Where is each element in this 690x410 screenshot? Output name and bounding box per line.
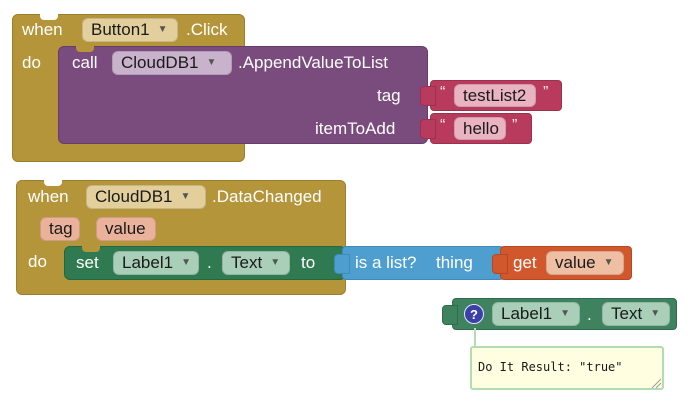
is-a-list-block[interactable] xyxy=(342,246,504,280)
dropdown-arrow-icon: ▼ xyxy=(157,24,168,35)
property-selector-text: Text xyxy=(611,304,643,323)
dot-separator: . xyxy=(587,305,592,324)
set-label-text-block[interactable] xyxy=(64,246,346,280)
do-keyword: do xyxy=(22,53,41,72)
param-value[interactable]: value xyxy=(96,217,156,241)
item-text-field[interactable]: hello xyxy=(454,117,506,140)
tag-text-value: testList2 xyxy=(463,85,527,105)
tag-socket-label: tag xyxy=(377,86,401,105)
call-keyword: call xyxy=(72,53,98,72)
variable-selector[interactable]: value ▼ xyxy=(546,251,624,275)
label-selector[interactable]: Label1 ▼ xyxy=(492,302,580,326)
dropdown-arrow-icon: ▼ xyxy=(560,308,570,319)
dropdown-arrow-icon: ▼ xyxy=(650,308,661,319)
param-tag[interactable]: tag xyxy=(40,217,80,241)
event-name: .Click xyxy=(186,20,228,39)
comment-question-icon[interactable]: ? xyxy=(464,304,484,324)
when-keyword: when xyxy=(22,20,63,39)
itemtoadd-socket-label: itemToAdd xyxy=(315,119,396,138)
thing-socket-label: thing xyxy=(436,253,473,272)
comment-connector xyxy=(474,328,476,348)
component-selector[interactable]: CloudDB1 ▼ xyxy=(112,51,232,75)
block-notch xyxy=(40,14,58,20)
block-notch xyxy=(44,180,62,186)
get-keyword: get xyxy=(513,253,537,272)
plug-tab xyxy=(442,305,458,325)
component-selector-label: CloudDB1 xyxy=(121,53,199,72)
label-selector-text: Label1 xyxy=(501,304,553,323)
open-quote-icon: “ xyxy=(440,84,446,101)
button-selector-label: Button1 xyxy=(91,20,150,39)
plug-tab xyxy=(420,119,436,139)
property-selector[interactable]: Text ▼ xyxy=(602,302,670,326)
to-keyword: to xyxy=(301,253,316,272)
param-value-label: value xyxy=(105,219,146,238)
plug-tab xyxy=(420,86,436,106)
dropdown-arrow-icon: ▼ xyxy=(181,257,191,268)
property-selector-text: Text xyxy=(231,253,263,272)
item-text-value: hello xyxy=(463,118,499,138)
dot-separator: . xyxy=(207,253,212,272)
dropdown-arrow-icon: ▼ xyxy=(206,57,217,68)
dropdown-arrow-icon: ▼ xyxy=(180,191,191,202)
open-quote-icon: “ xyxy=(440,117,446,134)
label-selector[interactable]: Label1 ▼ xyxy=(113,251,199,275)
event-name: .DataChanged xyxy=(212,187,322,206)
plug-tab xyxy=(334,254,350,274)
property-selector[interactable]: Text ▼ xyxy=(222,251,290,275)
component-selector[interactable]: CloudDB1 ▼ xyxy=(86,185,206,209)
label-selector-text: Label1 xyxy=(122,253,174,272)
variable-selector-text: value xyxy=(555,253,596,272)
do-it-result-text: Do It Result: "true" xyxy=(478,360,623,374)
component-selector-label: CloudDB1 xyxy=(95,187,173,206)
resize-handle-icon[interactable] xyxy=(650,376,662,389)
when-keyword: when xyxy=(28,187,69,206)
set-keyword: set xyxy=(76,253,99,272)
do-it-result-bubble: Do It Result: "true" xyxy=(470,346,664,390)
call-block-notch xyxy=(76,46,94,52)
method-name: .AppendValueToList xyxy=(238,53,388,72)
dropdown-arrow-icon: ▼ xyxy=(603,257,614,268)
close-quote-icon: ” xyxy=(512,117,518,134)
is-a-list-label: is a list? xyxy=(355,253,417,272)
param-tag-label: tag xyxy=(49,219,73,238)
do-keyword: do xyxy=(28,252,47,271)
question-mark: ? xyxy=(470,307,478,322)
tag-text-field[interactable]: testList2 xyxy=(454,84,536,107)
dropdown-arrow-icon: ▼ xyxy=(270,257,281,268)
plug-tab xyxy=(492,254,508,274)
button-selector[interactable]: Button1 ▼ xyxy=(82,18,178,42)
close-quote-icon: ” xyxy=(543,84,549,101)
set-block-notch xyxy=(82,246,100,252)
